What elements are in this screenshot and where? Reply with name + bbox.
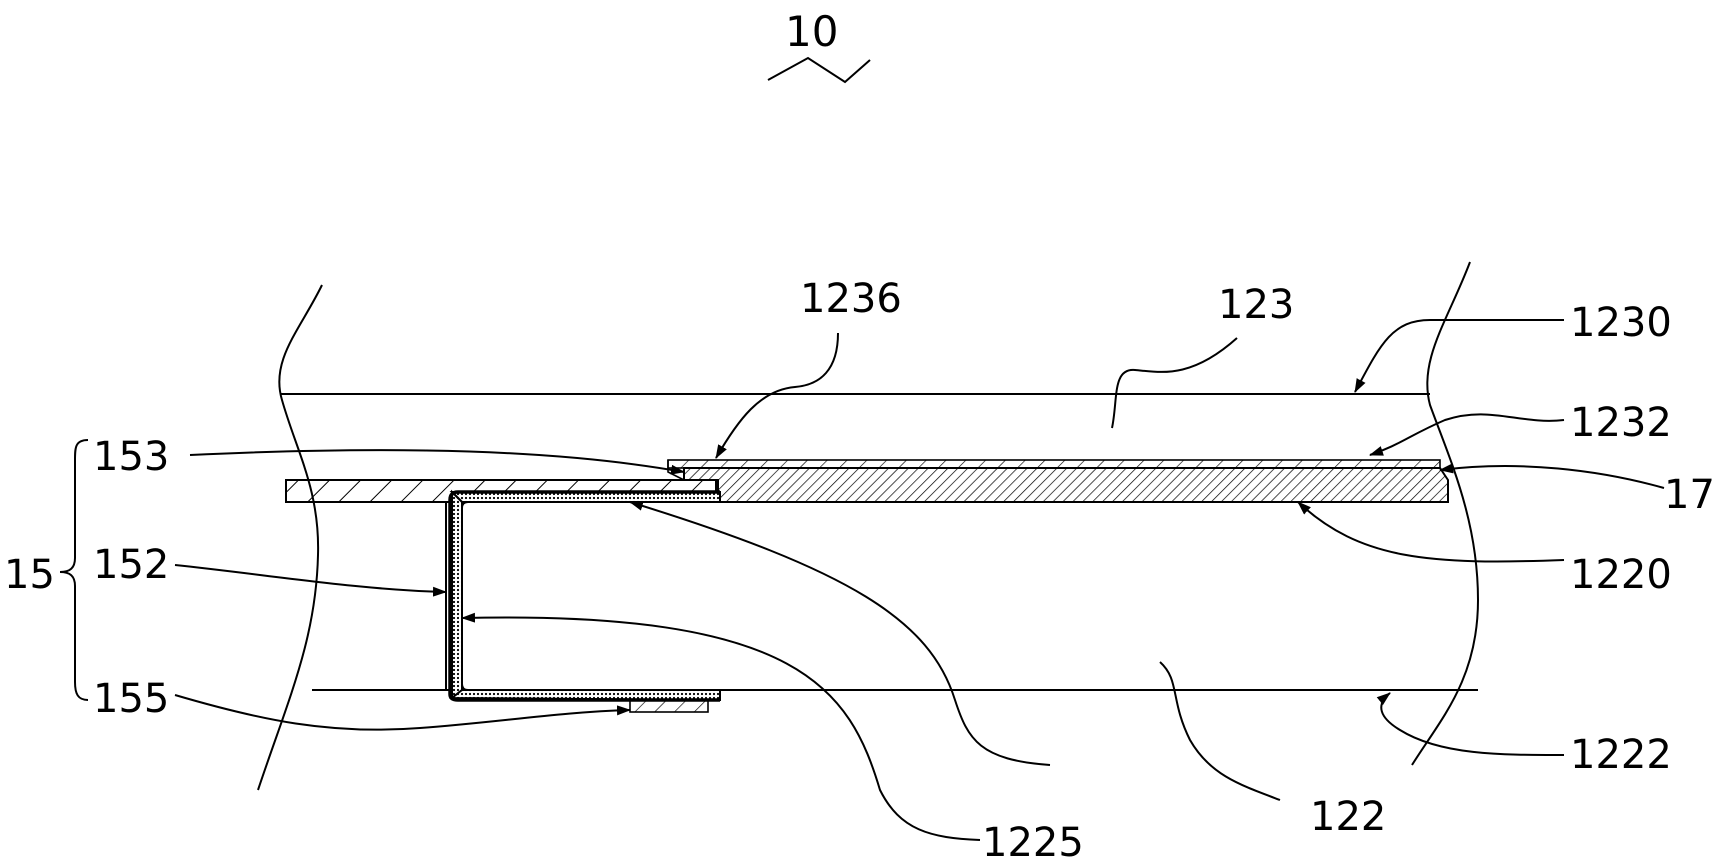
label-1230: 1230 [1570, 300, 1672, 346]
label-122: 122 [1310, 794, 1386, 840]
label-153: 153 [93, 434, 169, 480]
u-shaped-member-outline [448, 490, 720, 702]
leader-1225-lower [461, 612, 981, 841]
label-17: 17 [1664, 472, 1715, 518]
label-1220: 1220 [1570, 552, 1672, 598]
leader-17 [1439, 463, 1665, 489]
leader-1225-upper [629, 501, 1051, 766]
leader-155 [174, 694, 631, 731]
u-shaped-member-vertical [451, 489, 463, 701]
label-155: 155 [93, 676, 169, 722]
left-break-line [257, 284, 323, 791]
label-1232: 1232 [1570, 400, 1672, 446]
leader-1220 [1297, 501, 1565, 563]
label-1222: 1222 [1570, 732, 1672, 778]
label-123: 123 [1218, 282, 1294, 328]
step-153 [667, 460, 685, 481]
label-1225: 1225 [982, 820, 1084, 866]
layer-1220 [683, 467, 1449, 503]
u-shaped-member-inner-outline [461, 501, 720, 691]
leader-122 [1159, 661, 1281, 801]
label-152: 152 [93, 542, 169, 588]
label-1236: 1236 [800, 276, 902, 322]
leader-1236 [715, 332, 839, 459]
layer-1232 [667, 459, 1441, 469]
leader-1230 [1354, 319, 1564, 393]
brace-15 [59, 439, 89, 701]
leader-1232 [1369, 413, 1565, 456]
figure-number-label: 10 [785, 7, 838, 56]
label-15: 15 [4, 552, 55, 598]
pad-155 [629, 699, 709, 713]
leader-153 [189, 449, 685, 475]
figure-number-zigzag [767, 56, 871, 84]
right-break-line [1411, 261, 1480, 766]
leader-123 [1111, 337, 1238, 429]
leader-1222 [1376, 692, 1565, 756]
leader-152 [174, 564, 447, 597]
